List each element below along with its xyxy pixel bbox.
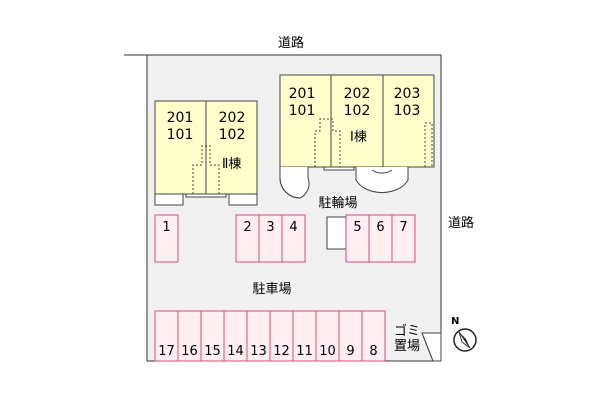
b2-label: Ⅱ棟 — [222, 157, 241, 172]
parking-space-number: 15 — [204, 344, 221, 359]
parking-space — [361, 310, 386, 362]
b1-unit-upper-1: 201 — [289, 86, 316, 102]
parking-space-number: 6 — [376, 220, 384, 235]
b1-unit-lower-3: 103 — [394, 103, 421, 119]
garbage-label-line1: ゴミ — [394, 323, 420, 339]
parking-space-number: 3 — [266, 220, 274, 235]
b2-unit-lower-2: 102 — [219, 127, 246, 143]
parking-space-number: 2 — [243, 220, 251, 235]
b1-unit-upper-2: 202 — [344, 86, 371, 102]
parking-space-number: 17 — [158, 344, 175, 359]
b2-unit-upper-1: 201 — [167, 110, 194, 126]
b1-label: Ⅰ棟 — [350, 130, 367, 145]
road-label-top: 道路 — [278, 35, 304, 51]
parking-space-number: 8 — [369, 344, 377, 359]
road-label-right: 道路 — [448, 215, 474, 231]
garbage-label-line2: 置場 — [394, 339, 420, 354]
building-2: 201 101 202 102 Ⅱ棟 — [154, 100, 258, 206]
north-arrow-icon: N — [451, 316, 477, 352]
parking-space — [391, 214, 416, 263]
b2-unit-lower-1: 101 — [167, 127, 194, 143]
parking-space-number: 1 — [162, 220, 170, 235]
parking-space-number: 16 — [181, 344, 198, 359]
parking-space-number: 5 — [353, 220, 361, 235]
parking-space — [154, 214, 179, 263]
b2-unit-upper-2: 202 — [219, 110, 246, 126]
building-1: 201 101 202 102 203 103 Ⅰ棟 — [279, 74, 435, 199]
parking-space-number: 13 — [250, 344, 267, 359]
parking-space-number: 14 — [227, 344, 244, 359]
b1-unit-lower-1: 101 — [289, 103, 316, 119]
parking-space — [281, 214, 306, 263]
parking-space-number: 12 — [273, 344, 290, 359]
parking-space-number: 11 — [296, 344, 313, 359]
parking-space-number: 9 — [346, 344, 354, 359]
b1-unit-lower-2: 102 — [344, 103, 371, 119]
north-label: N — [451, 316, 459, 327]
bicycle-parking-label: 駐輪場 — [318, 195, 357, 211]
parking-space-number: 10 — [319, 344, 336, 359]
bicycle-parking-area — [326, 216, 348, 250]
parking-space-number: 4 — [289, 220, 297, 235]
parking-space-number: 7 — [399, 220, 407, 235]
parking-lot-label: 駐車場 — [252, 282, 291, 297]
b1-unit-upper-3: 203 — [394, 86, 421, 102]
